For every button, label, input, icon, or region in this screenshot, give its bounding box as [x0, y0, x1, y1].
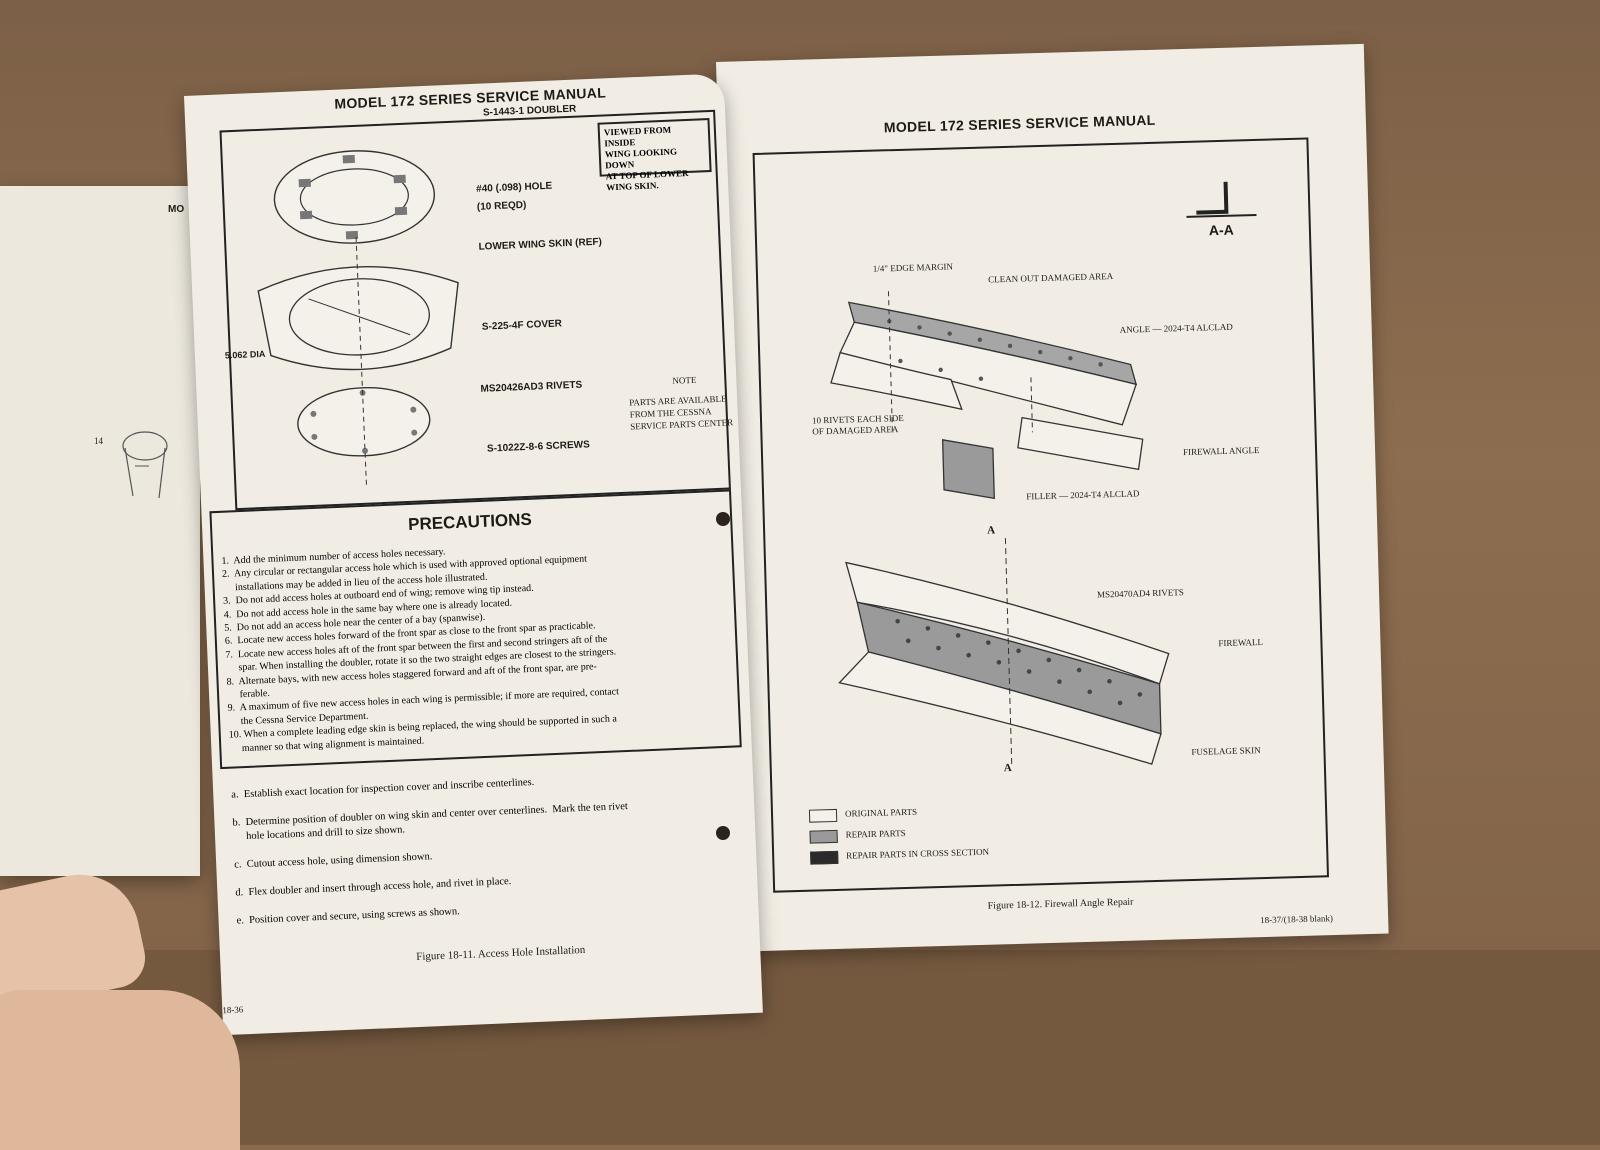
legend-label-original: ORIGINAL PARTS — [844, 806, 918, 819]
right-page: MODEL 172 SERIES SERVICE MANUAL A-A — [716, 43, 1389, 952]
binder-notch-top — [716, 512, 730, 526]
view-note-box: VIEWED FROM INSIDE WING LOOKING DOWN AT … — [597, 118, 712, 192]
left-page-number: 18-36 — [222, 1004, 244, 1016]
callout-fuselage-skin: FUSELAGE SKIN — [1191, 745, 1261, 757]
section-label: A-A — [1208, 221, 1234, 239]
precautions-title: PRECAUTIONS — [407, 509, 533, 534]
callout-doubler: S-1443-1 DOUBLER — [482, 103, 577, 119]
parts-note-line-1: PARTS ARE AVAILABLE — [629, 393, 727, 408]
right-figure-frame: A-A — [752, 137, 1330, 893]
callout-rivets: MS20426AD3 RIVETS — [480, 379, 583, 395]
callout-firewall-angle: FIREWALL ANGLE — [1182, 444, 1260, 458]
legend-label-cross-section: REPAIR PARTS IN CROSS SECTION — [846, 846, 990, 861]
callout-firewall: FIREWALL — [1218, 636, 1264, 649]
back-page-item-number: 14 — [94, 436, 103, 446]
callout-hole: #40 (.098) HOLE — [475, 180, 553, 195]
access-hole-exploded-drawing — [257, 150, 459, 487]
procedure-step: a. Establish exact location for inspecti… — [231, 776, 535, 801]
precautions-box: PRECAUTIONS 1. Add the minimum number of… — [209, 489, 742, 770]
procedure-steps: a. Establish exact location for inspecti… — [231, 767, 746, 928]
right-page-number: 18-37/(18-38 blank) — [1260, 913, 1334, 926]
callout-screws: S-1022Z-8-6 SCREWS — [486, 439, 591, 455]
left-figure-caption: Figure 18-11. Access Hole Installation — [416, 943, 586, 964]
binder-notch-bottom — [716, 826, 730, 840]
callout-angle: ANGLE — 2024-T4 ALCLAD — [1119, 321, 1233, 335]
precautions-list: 1. Add the minimum number of access hole… — [221, 534, 737, 756]
callout-hole-qty: (10 REQD) — [476, 199, 527, 213]
procedure-step: d. Flex doubler and insert through acces… — [235, 875, 512, 899]
callout-lower-wing-skin: LOWER WING SKIN (REF) — [478, 236, 603, 253]
left-page: MODEL 172 SERIES SERVICE MANUAL — [184, 73, 763, 1036]
section-a-a-icon — [1186, 181, 1257, 218]
callout-cover: S-225-4F COVER — [481, 318, 563, 333]
right-page-header: MODEL 172 SERIES SERVICE MANUAL — [883, 111, 1156, 136]
callout-a-bottom: A — [1003, 762, 1012, 775]
legend-swatch-original — [808, 808, 838, 823]
back-page: MO 14 — [0, 186, 200, 876]
parts-note-line-3: SERVICE PARTS CENTER — [630, 417, 734, 432]
angle-repair-assembled-drawing — [838, 538, 1170, 769]
procedure-step: e. Position cover and secure, using scre… — [236, 906, 461, 927]
right-figure-caption: Figure 18-12. Firewall Angle Repair — [987, 896, 1134, 912]
left-figure-frame: S-1443-1 DOUBLER #40 (.098) HOLE (10 REQ… — [219, 104, 734, 511]
legend: ORIGINAL PARTS REPAIR PARTS REPAIR PARTS… — [808, 802, 1071, 879]
hand-thumb — [0, 990, 240, 1150]
legend-swatch-repair — [809, 829, 838, 844]
back-page-clamp-drawing — [122, 431, 168, 499]
angle-repair-exploded-drawing — [830, 291, 1144, 500]
legend-swatch-cross-section — [810, 850, 839, 865]
parts-note-heading: NOTE — [672, 374, 697, 386]
procedure-step: c. Cutout access hole, using dimension s… — [234, 851, 433, 871]
parts-note-line-2: FROM THE CESSNA — [629, 406, 712, 420]
callout-a-top: A — [987, 524, 996, 537]
legend-label-repair: REPAIR PARTS — [845, 828, 906, 840]
back-page-header: MO — [168, 204, 185, 215]
callout-dia: 5.062 DIA — [224, 348, 266, 361]
